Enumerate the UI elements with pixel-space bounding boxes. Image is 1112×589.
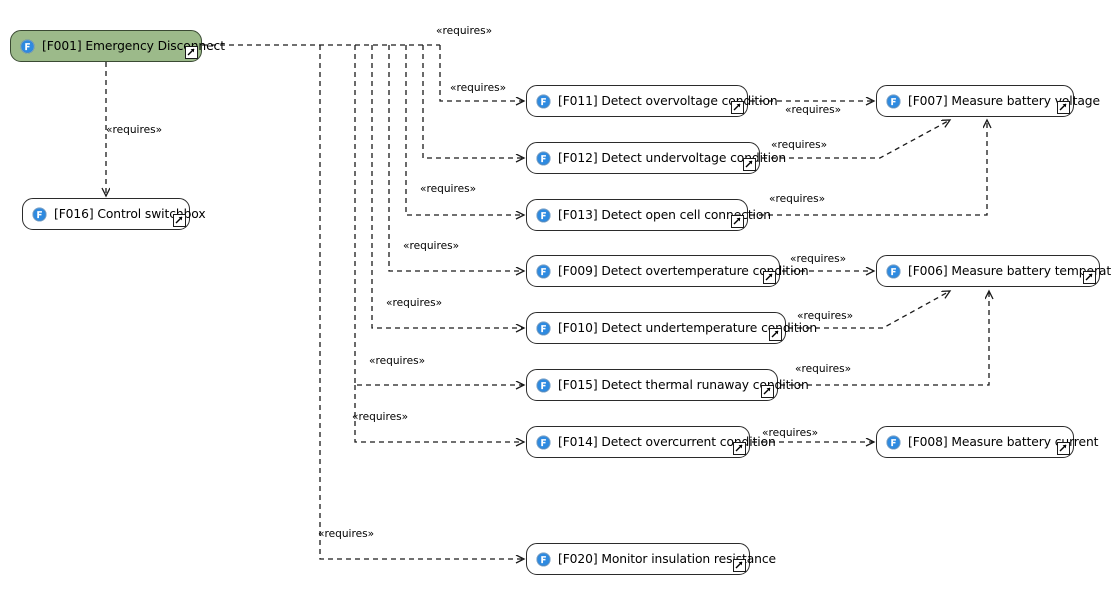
node-f008[interactable]: [F008] Measure battery current: [876, 426, 1098, 458]
node-label: [F020] Monitor insulation resistance: [558, 551, 776, 566]
nested-elements-icon[interactable]: [733, 559, 746, 572]
node-label: [F013] Detect open cell connection: [558, 207, 771, 222]
nested-elements-icon[interactable]: [1057, 101, 1070, 114]
node-label: [F011] Detect overvoltage condition: [558, 93, 778, 108]
nested-elements-icon[interactable]: [733, 442, 746, 455]
node-label: [F012] Detect undervoltage condition: [558, 150, 787, 165]
edge-label-f001-f020: «requires»: [318, 528, 375, 540]
node-f001[interactable]: [F001] Emergency Disconnect: [10, 30, 225, 62]
node-label: [F016] Control switchbox: [54, 206, 206, 221]
node-f009[interactable]: [F009] Detect overtemperature condition: [526, 255, 809, 287]
nested-elements-icon[interactable]: [185, 46, 198, 59]
node-f010[interactable]: [F010] Detect undertemperature condition: [526, 312, 817, 344]
node-f007[interactable]: [F007] Measure battery voltage: [876, 85, 1100, 117]
nested-elements-icon[interactable]: [743, 158, 756, 171]
feature-icon: [536, 434, 551, 450]
edge-label-f001-f015: «requires»: [352, 411, 409, 423]
node-label: [F008] Measure battery current: [908, 434, 1099, 449]
nested-elements-icon[interactable]: [761, 385, 774, 398]
edge-label-f009-f006: «requires»: [790, 253, 847, 265]
feature-icon: [536, 150, 551, 166]
edge-label-f013-f007: «requires»: [769, 193, 826, 205]
feature-icon: [536, 551, 551, 567]
edge-label-f001-f011: «requires»: [450, 82, 507, 94]
nested-elements-icon[interactable]: [1083, 271, 1096, 284]
node-f020[interactable]: [F020] Monitor insulation resistance: [526, 543, 776, 575]
node-f011[interactable]: [F011] Detect overvoltage condition: [526, 85, 778, 117]
node-label: [F006] Measure battery temperature: [908, 263, 1112, 278]
nested-elements-icon[interactable]: [1057, 442, 1070, 455]
node-label: [F001] Emergency Disconnect: [42, 38, 225, 53]
edge-label-f001-f012: «requires»: [420, 183, 477, 195]
node-label: [F007] Measure battery voltage: [908, 93, 1100, 108]
node-f012[interactable]: [F012] Detect undervoltage condition: [526, 142, 786, 174]
feature-icon: [32, 206, 47, 222]
feature-icon: [536, 377, 551, 393]
node-label: [F010] Detect undertemperature condition: [558, 320, 818, 335]
edge-label-f011-f007: «requires»: [785, 104, 842, 116]
node-label: [F009] Detect overtemperature condition: [558, 263, 809, 278]
node-f006[interactable]: [F006] Measure battery temperature: [876, 255, 1112, 287]
nested-elements-icon[interactable]: [769, 328, 782, 341]
edge-path-f001-f012: [422, 45, 524, 158]
node-f016[interactable]: [F016] Control switchbox: [22, 198, 206, 230]
edge-label-f015-f006: «requires»: [795, 363, 852, 375]
node-f015[interactable]: [F015] Detect thermal runaway condition: [526, 369, 809, 401]
edge-label-f001-f013: «requires»: [403, 240, 460, 252]
feature-icon: [886, 93, 901, 109]
node-f013[interactable]: [F013] Detect open cell connection: [526, 199, 771, 231]
nested-elements-icon[interactable]: [731, 101, 744, 114]
feature-icon: [536, 263, 551, 279]
edge-path-f001-f009: [388, 45, 524, 271]
edge-path-f001-f015: [354, 45, 524, 385]
edge-label-f001-f010: «requires»: [369, 355, 426, 367]
edge-label-f010-f006: «requires»: [797, 310, 854, 322]
node-label: [F014] Detect overcurrent condition: [558, 434, 776, 449]
feature-icon: [886, 434, 901, 450]
edge-label-f012-f007: «requires»: [771, 139, 828, 151]
edge-label-f001-f016: «requires»: [106, 124, 163, 136]
edge-label-f014-f008: «requires»: [762, 427, 819, 439]
node-f014[interactable]: [F014] Detect overcurrent condition: [526, 426, 776, 458]
edge-label-f001-f009: «requires»: [386, 297, 443, 309]
feature-icon: [536, 320, 551, 336]
feature-icon: [536, 93, 551, 109]
feature-icon: [20, 38, 35, 54]
node-label: [F015] Detect thermal runaway condition: [558, 377, 809, 392]
edge-label-f001-f011: «requires»: [436, 25, 493, 37]
nested-elements-icon[interactable]: [731, 215, 744, 228]
nested-elements-icon[interactable]: [173, 214, 186, 227]
nested-elements-icon[interactable]: [763, 271, 776, 284]
feature-icon: [536, 207, 551, 223]
feature-icon: [886, 263, 901, 279]
